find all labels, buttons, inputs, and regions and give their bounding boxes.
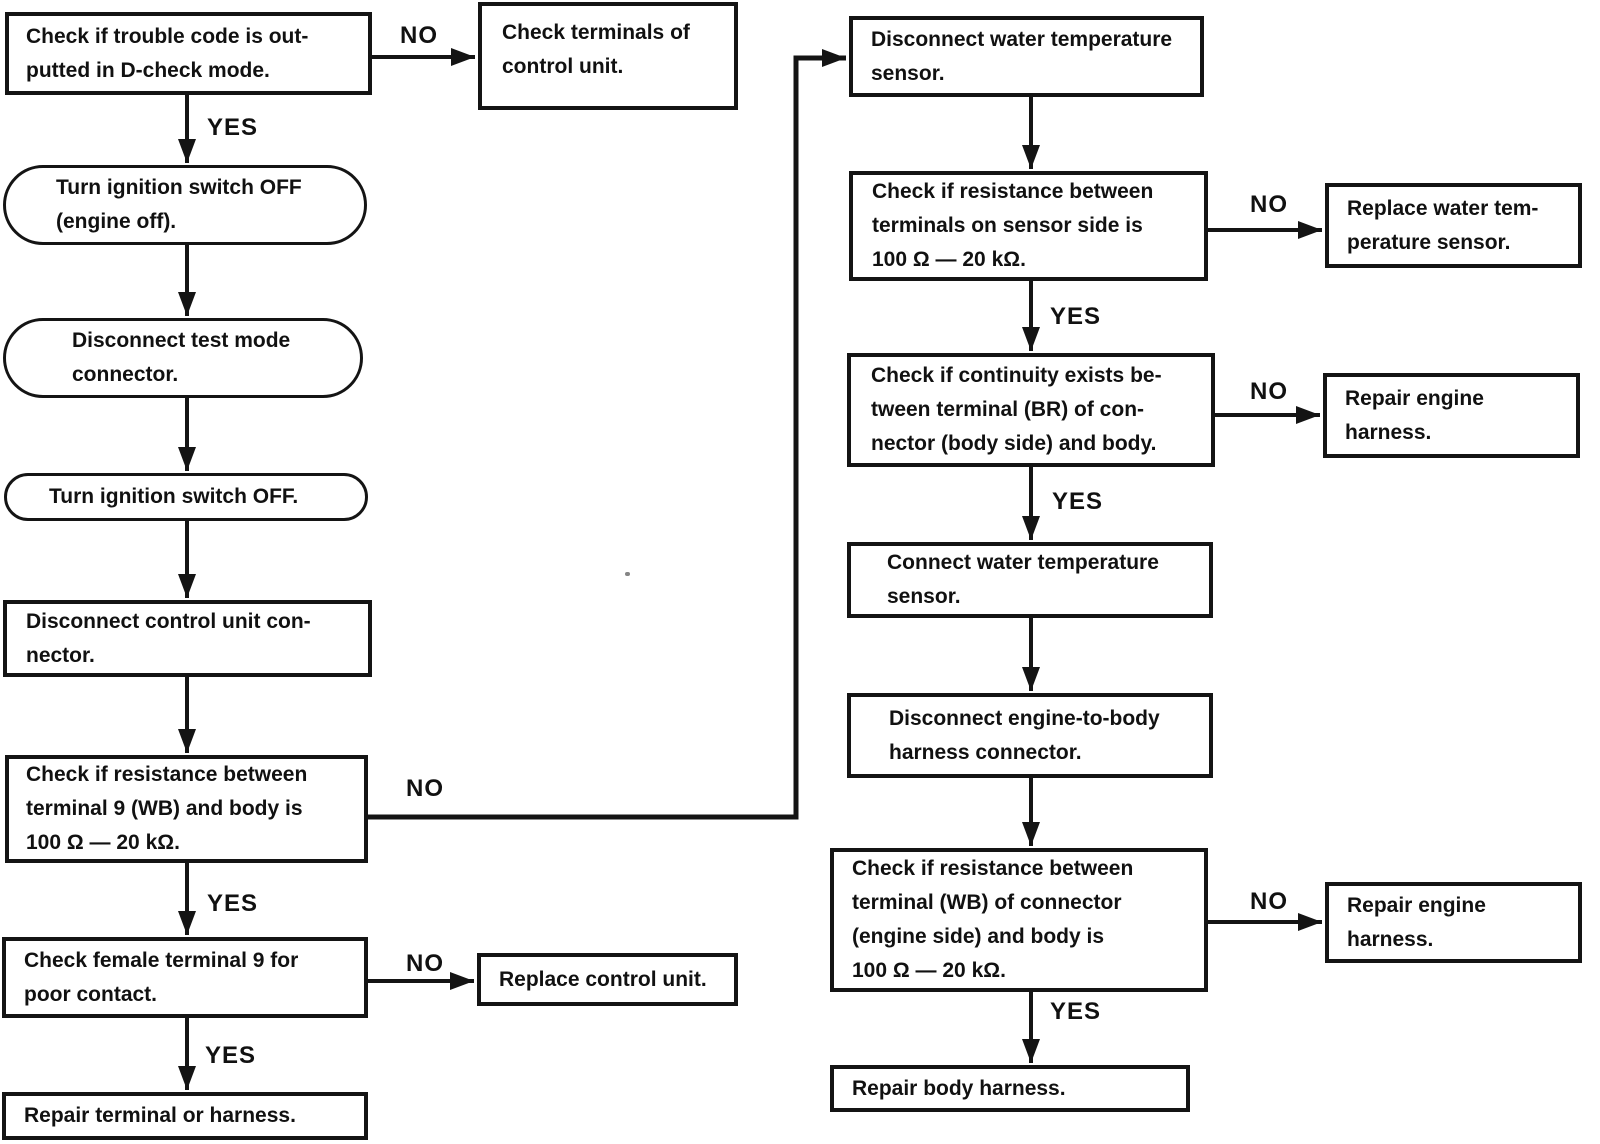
node-replace-control-unit: Replace control unit. [477,953,738,1006]
node-label: Disconnect test mode connector. [72,329,291,386]
node-label: Repair terminal or harness. [24,1104,296,1127]
node-disconnect-water-temp-sensor: Disconnect water temperature sensor. [849,16,1204,97]
node-replace-water-temp-sensor: Replace water tem- perature sensor. [1325,183,1582,268]
edge-label-yes-continuity: YES [1052,488,1104,515]
node-label: Turn ignition switch OFF. [49,485,299,508]
node-label: Check if trouble code is out- putted in … [26,24,309,82]
edge-label-no-continuity: NO [1250,378,1288,405]
node-label: Disconnect engine-to-body harness connec… [889,706,1160,764]
node-check-resistance-terminal9: Check if resistance between terminal 9 (… [5,755,368,863]
node-connect-water-temp-sensor: Connect water temperature sensor. [847,542,1213,618]
node-label: Check if resistance between terminal 9 (… [26,763,308,854]
edge-label-yes-wbengine: YES [1050,998,1102,1025]
node-disconnect-control-unit: Disconnect control unit con- nector. [3,600,372,677]
edge-label-yes-resistance9: YES [207,890,259,917]
node-label: Check terminals of control unit. [502,21,690,78]
node-repair-terminal-harness: Repair terminal or harness. [2,1092,368,1140]
node-label: Repair engine harness. [1345,386,1484,444]
node-label: Repair body harness. [852,1076,1066,1100]
node-label: Check if resistance between terminal (WB… [852,857,1134,982]
node-label: Turn ignition switch OFF (engine off). [56,176,302,233]
edge-label-no-troublecode: NO [400,22,438,49]
node-label: Replace control unit. [499,967,707,991]
node-label: Replace water tem- perature sensor. [1347,196,1539,254]
edge-label-no-sensorside: NO [1250,191,1288,218]
node-ignition-off-engine-off: Turn ignition switch OFF (engine off). [3,165,367,245]
node-repair-body-harness: Repair body harness. [830,1065,1190,1112]
node-label: Disconnect control unit con- nector. [26,609,311,667]
edge-label-yes-femaleterminal: YES [205,1042,257,1069]
node-label: Check if continuity exists be- tween ter… [871,364,1162,455]
node-disconnect-test-mode: Disconnect test mode connector. [3,318,363,398]
node-label: Repair engine harness. [1347,893,1486,951]
edge-label-yes-troublecode: YES [207,114,259,141]
edge-label-no-resistance9: NO [406,775,444,802]
node-repair-engine-harness-1: Repair engine harness. [1323,373,1580,458]
node-check-resistance-wb-engine: Check if resistance between terminal (WB… [830,848,1208,992]
node-check-terminals-control-unit: Check terminals of control unit. [478,2,738,110]
node-label: Check if resistance between terminals on… [872,180,1154,271]
node-ignition-off: Turn ignition switch OFF. [4,473,368,521]
node-check-female-terminal9: Check female terminal 9 for poor contact… [2,937,368,1018]
scan-speck [625,572,630,576]
node-repair-engine-harness-2: Repair engine harness. [1325,882,1582,963]
edge-label-no-femaleterminal: NO [406,950,444,977]
node-label: Disconnect water temperature sensor. [871,27,1173,85]
arrow-resistance9-no-wrap [368,49,846,820]
node-label: Check female terminal 9 for poor contact… [24,948,299,1006]
node-check-trouble-code: Check if trouble code is out- putted in … [5,12,372,95]
edge-label-yes-sensorside: YES [1050,303,1102,330]
node-label: Connect water temperature sensor. [887,551,1159,608]
node-check-continuity-br: Check if continuity exists be- tween ter… [847,353,1215,467]
edge-label-no-wbengine: NO [1250,888,1288,915]
node-check-resistance-sensor-side: Check if resistance between terminals on… [849,171,1208,281]
node-disconnect-engine-to-body: Disconnect engine-to-body harness connec… [847,693,1213,778]
